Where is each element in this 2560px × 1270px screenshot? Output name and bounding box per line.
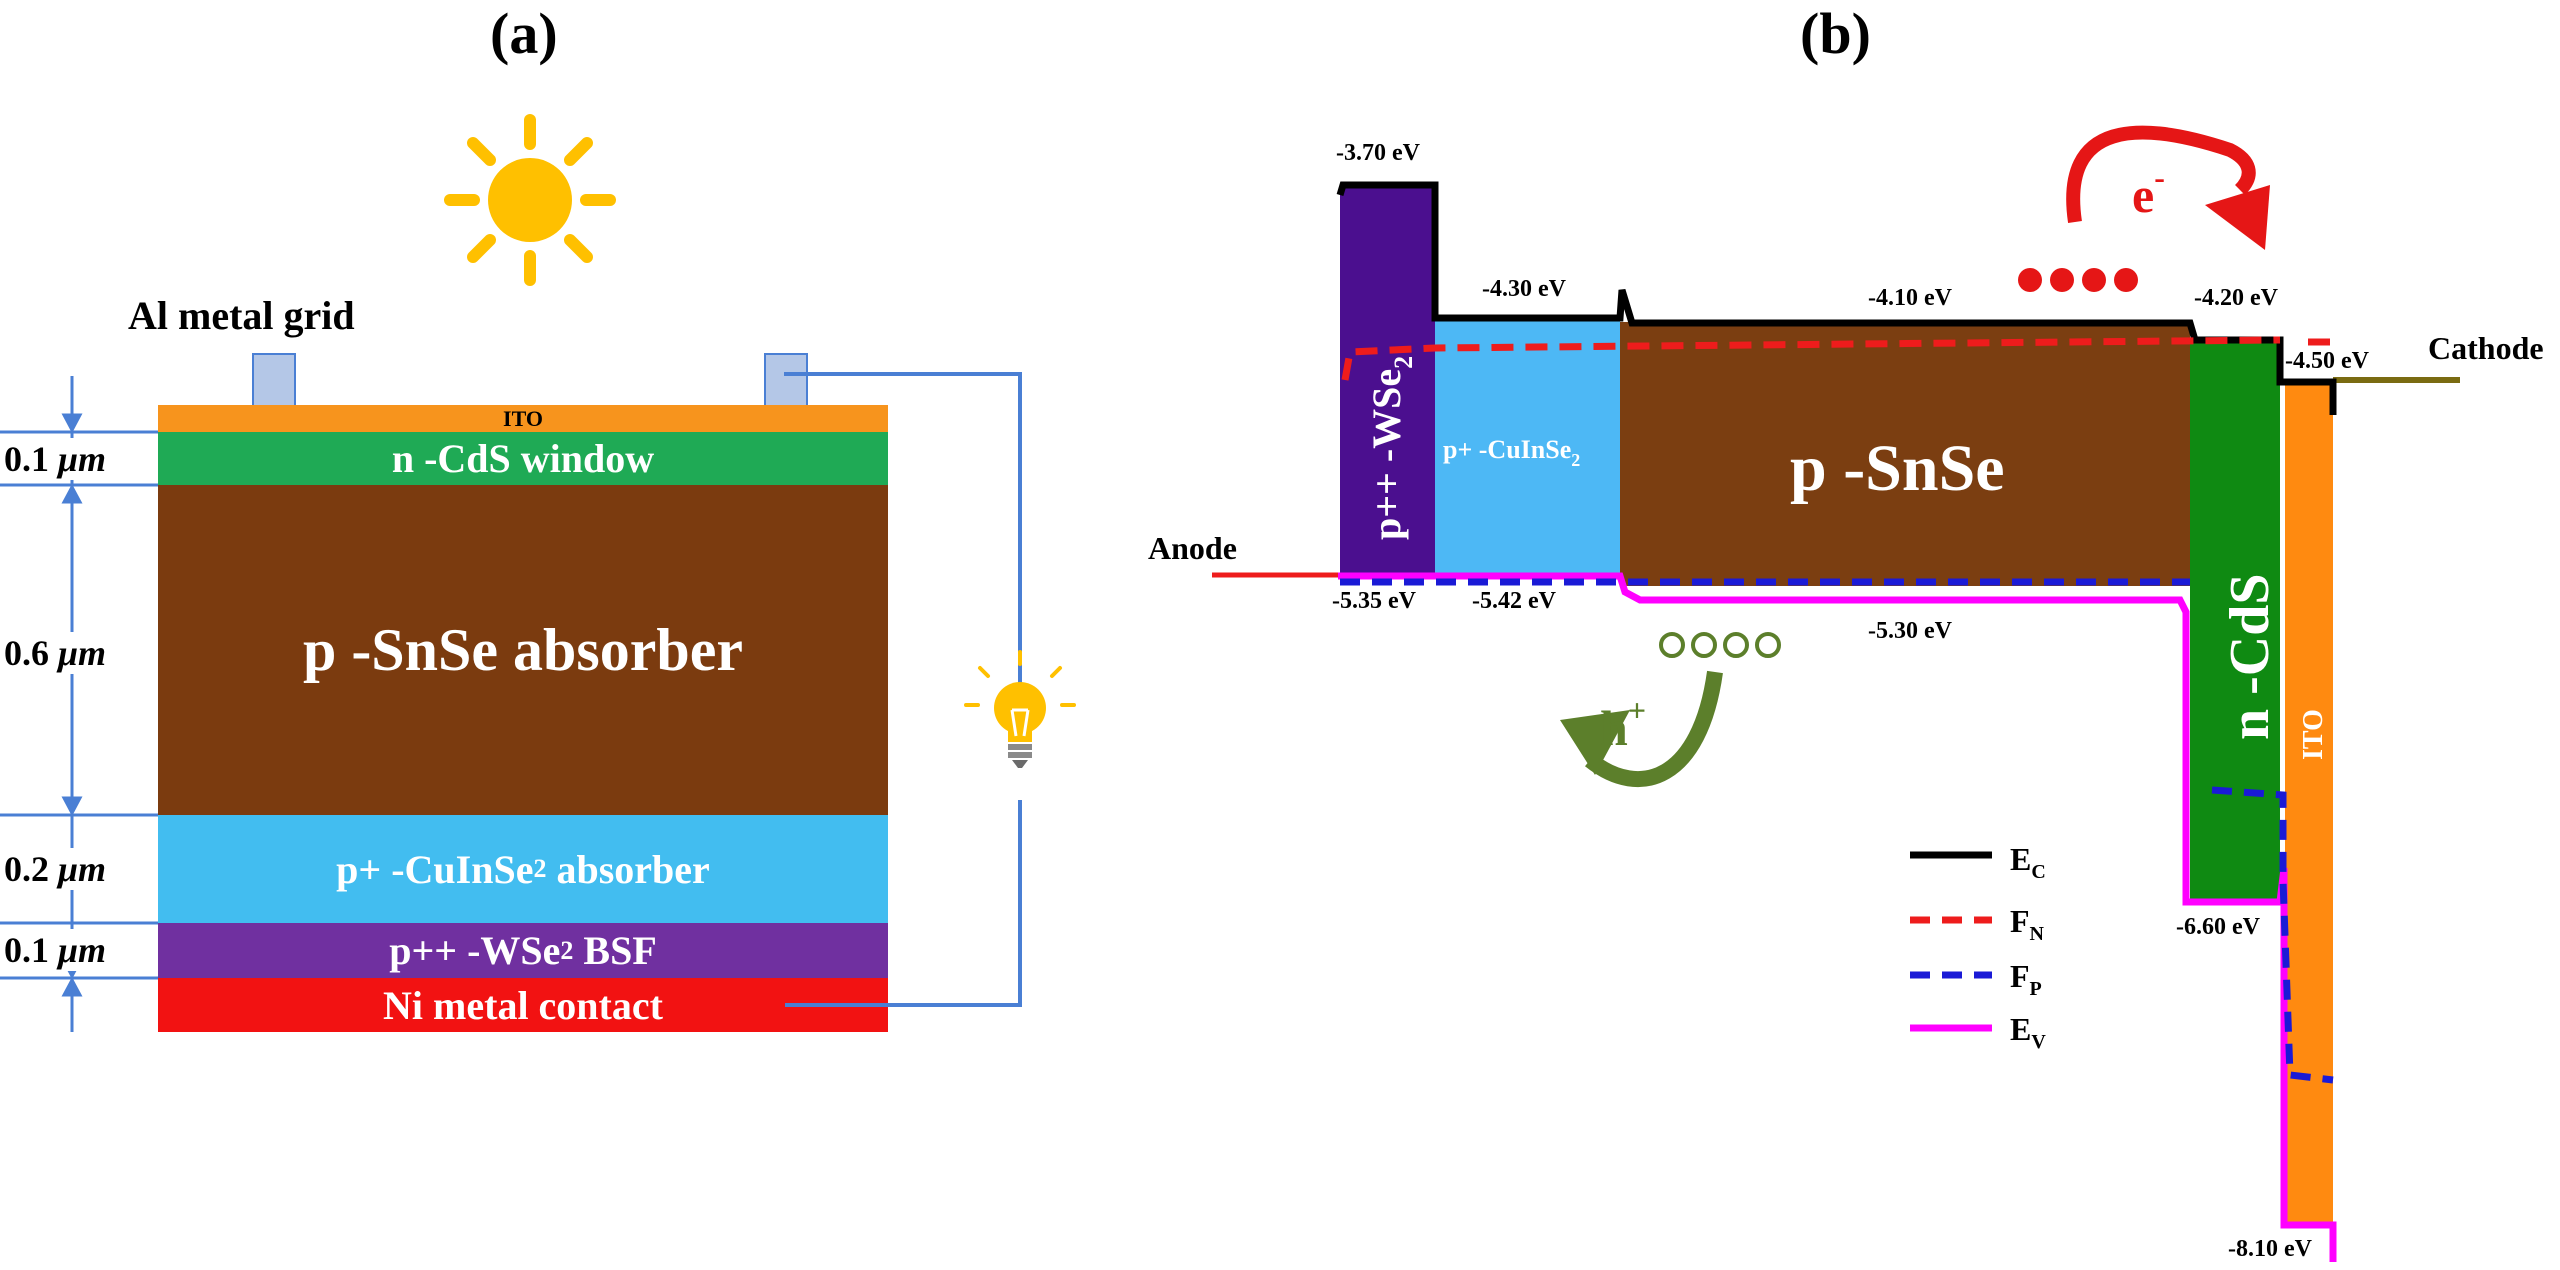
fp-line-tail [2211, 786, 2334, 1084]
thickness-dimension-lines [0, 376, 158, 1032]
sun-icon [444, 114, 616, 286]
band-region-ito [2285, 380, 2333, 1225]
energy-ito-ec: -4.50 eV [2285, 348, 2369, 374]
label-wse-region: p++ -WSe2 [1364, 356, 1418, 540]
layer-cds-window: n -CdS window [158, 432, 888, 485]
svg-text:FP: FP [2010, 958, 2042, 1000]
label-ito-region: ITO [2298, 709, 2329, 760]
electron-arrowhead [2205, 185, 2270, 250]
band-region-snse [1620, 322, 2190, 586]
energy-ito-ev: -8.10 eV [2228, 1236, 2312, 1262]
energy-wse-ev: -5.35 eV [1332, 588, 1416, 614]
svg-text:FN: FN [2010, 903, 2045, 945]
svg-text:n -CdS: n -CdS [2219, 573, 2281, 740]
band-region-wse [1340, 188, 1435, 573]
band-region-cds [2190, 342, 2280, 902]
metal-grid-label: Al metal grid [128, 293, 355, 338]
anode-label: Anode [1148, 530, 1237, 566]
thickness-cds: 0.1 μm [4, 438, 107, 480]
label-snse-region: p -SnSe [1790, 432, 2005, 505]
ec-line [1336, 181, 2337, 415]
hole-arrowhead [1560, 710, 1630, 775]
label-cuinse-region: p+ -CuInSe2 [1443, 435, 1580, 470]
ev-line [1338, 572, 2337, 1262]
cathode-label: Cathode [2428, 330, 2544, 366]
layer-ito: ITO [158, 405, 888, 432]
svg-text:EV: EV [2010, 1011, 2046, 1053]
hole-circles [1659, 632, 1781, 658]
fn-line [1341, 336, 2281, 381]
hole-arrow [1585, 670, 1723, 788]
hole-label: h+ [1600, 692, 1646, 756]
legend: EC FN FP EV [1910, 841, 2046, 1053]
panel-b-label: (b) [1800, 1, 1871, 66]
svg-text:EC: EC [2010, 841, 2046, 883]
energy-cds-ec: -4.20 eV [2194, 285, 2278, 311]
electron-label: e- [2132, 159, 2165, 223]
thickness-wse: 0.1 μm [4, 929, 107, 971]
grid-contact-right [764, 353, 808, 407]
panel-a-label: (a) [490, 1, 558, 66]
lightbulb-icon [964, 650, 1076, 800]
label-cds-region: n -CdS [2219, 573, 2281, 740]
energy-snse-ec: -4.10 eV [1868, 285, 1952, 311]
energy-wse-ec: -3.70 eV [1336, 140, 1420, 166]
electron-arrow [2066, 125, 2256, 224]
energy-cds-ev: -6.60 eV [2176, 914, 2260, 940]
band-region-cuinse [1435, 318, 1620, 578]
layer-snse-absorber: p -SnSe absorber [158, 485, 888, 815]
thickness-snse: 0.6 μm [4, 632, 107, 674]
thickness-cuinse: 0.2 μm [4, 848, 107, 890]
electron-dots [2018, 268, 2138, 292]
svg-text:ITO: ITO [2298, 709, 2329, 760]
energy-cuinse-ev: -5.42 eV [1472, 588, 1556, 614]
energy-snse-ev: -5.30 eV [1868, 618, 1952, 644]
layer-ni-contact: Ni metal contact [158, 978, 888, 1032]
svg-text:p++ -WSe2: p++ -WSe2 [1364, 356, 1418, 540]
energy-cuinse-ec: -4.30 eV [1482, 276, 1566, 302]
